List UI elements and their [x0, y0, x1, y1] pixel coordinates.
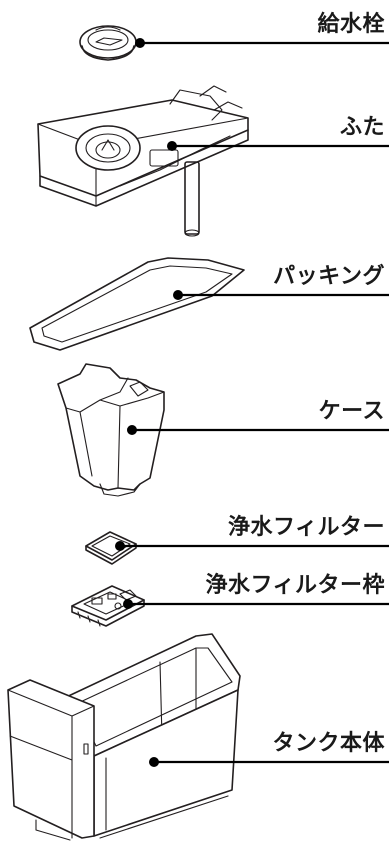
- water-cap-leader: [135, 38, 389, 48]
- case-icon: [57, 363, 165, 497]
- filter-leader: [115, 541, 389, 551]
- tank-icon: [7, 633, 241, 841]
- lid-icon: [37, 85, 249, 237]
- packing-leader: [173, 290, 389, 300]
- water-cap-label: 給水栓: [317, 12, 385, 37]
- lid-label: ふた: [339, 115, 385, 140]
- case-label: ケース: [318, 399, 385, 424]
- filter-frame-leader: [123, 599, 389, 609]
- filter-frame-label: 浄水フィルター枠: [205, 573, 385, 598]
- lid-leader: [167, 141, 389, 151]
- packing-icon: [29, 257, 245, 351]
- packing-label: パッキング: [273, 264, 385, 289]
- filter-label: 浄水フィルター: [227, 515, 385, 540]
- water-cap-icon: [79, 25, 137, 61]
- tank-leader: [149, 757, 389, 767]
- case-leader: [127, 425, 389, 435]
- tank-label: タンク本体: [272, 731, 385, 756]
- filter-frame-icon: [71, 585, 145, 627]
- filter-icon: [85, 531, 137, 565]
